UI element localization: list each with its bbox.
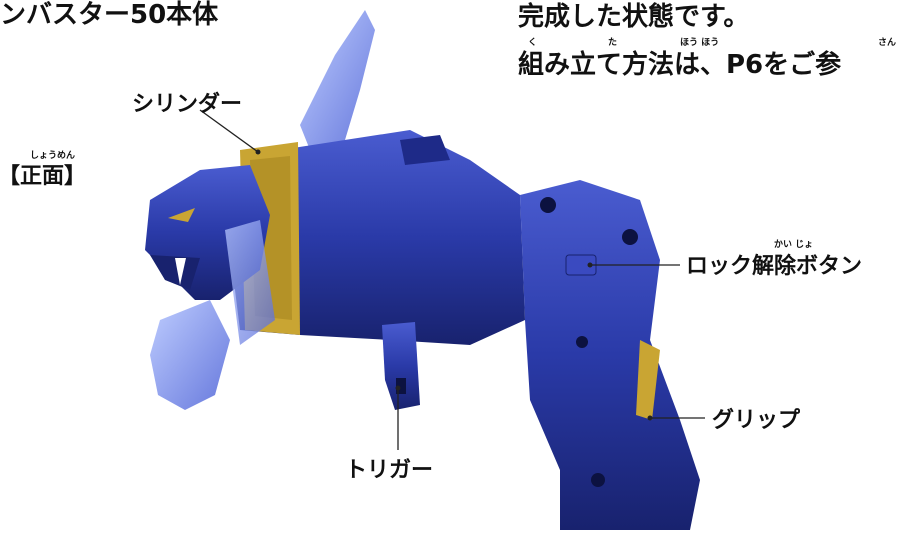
header-line-2: 組み立て方法は、P6をご参 (518, 50, 842, 80)
callout-cylinder: シリンダー (132, 92, 243, 117)
product-title: ンバスター50本体 (0, 0, 219, 30)
ruby-houhou: ほう ほう (680, 38, 720, 48)
main-body (230, 130, 525, 345)
callout-lock-release: ロック解除ボタン (686, 254, 863, 279)
callout-trigger: トリガー (345, 458, 434, 483)
ruby-tate: た (608, 38, 618, 48)
ruby-shoumen: しょうめん (30, 151, 76, 161)
ruby-kumi: く (528, 38, 538, 48)
ruby-kaijo: かい じょ (774, 240, 814, 250)
callout-grip: グリップ (712, 408, 801, 433)
crest-fin (300, 10, 375, 150)
ruby-san: さん (878, 38, 897, 48)
grip-body (520, 180, 700, 530)
trigger (382, 322, 420, 410)
header-line-1: 完成した状態です。 (518, 2, 750, 32)
view-label: 【正面】 (0, 164, 87, 189)
grip-gold-stripe (636, 340, 660, 420)
clear-muzzle (150, 300, 230, 410)
